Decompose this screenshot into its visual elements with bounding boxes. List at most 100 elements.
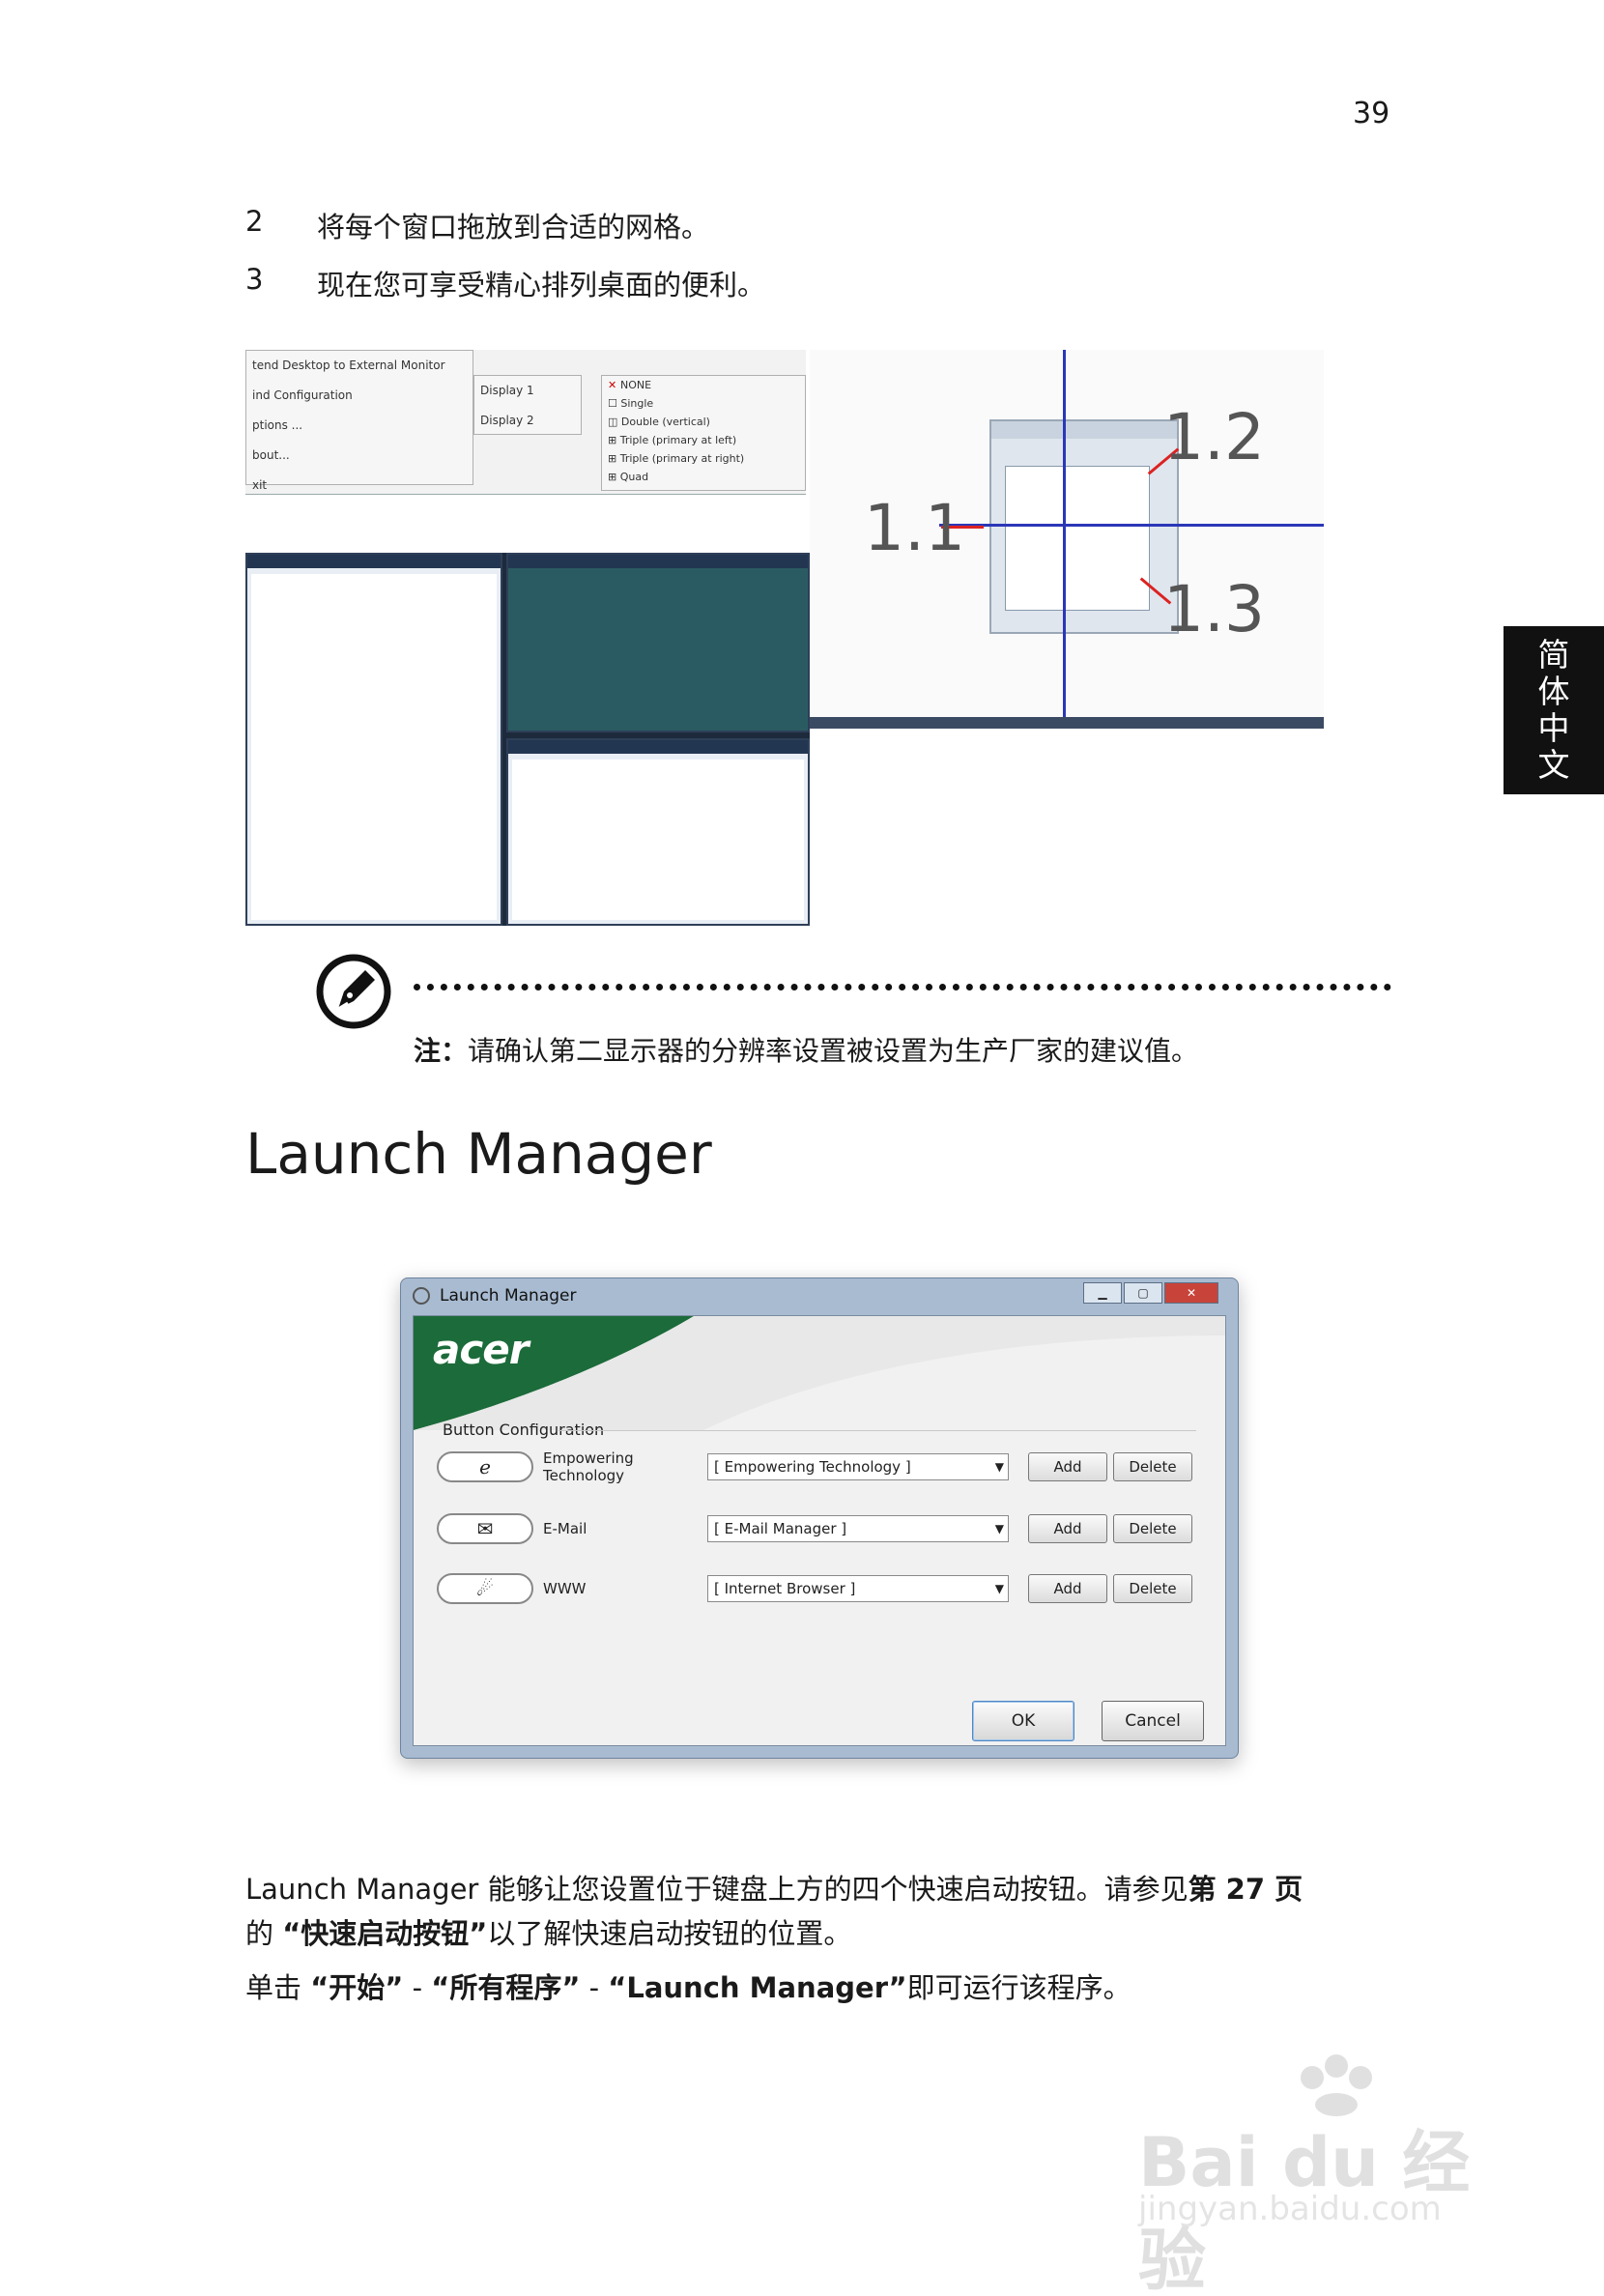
mini-window-preview [989,419,1179,634]
menu-item: xit [252,478,268,492]
menu-item: bout... [252,448,290,462]
text-run: Launch Manager 能够让您设置位于键盘上方的四个快速启动按钮。请参见 [245,1873,1189,1906]
step-2: 2 将每个窗口拖放到合适的网格。 [245,205,709,245]
group-divider [559,1430,1196,1431]
dropdown-arrow-icon[interactable]: ▼ [994,1460,1004,1474]
text-run: - [403,1971,432,2004]
note-text: 注：请确认第二显示器的分辨率设置被设置为生产厂家的建议值。 [414,1030,1198,1069]
dropdown-arrow-icon[interactable]: ▼ [994,1522,1004,1535]
language-side-tab: 简 体 中 文 [1504,626,1604,794]
quad-layout-icon: ⊞ [608,471,620,483]
app-icon [413,1287,430,1305]
menu-item-triple-right: ⊞ Triple (primary at right) [602,449,805,468]
context-menu: tend Desktop to External Monitor ind Con… [245,350,473,492]
menu-item-none: ✕ NONE [602,376,805,394]
delete-button[interactable]: Delete [1113,1452,1192,1481]
cancel-button[interactable]: Cancel [1102,1701,1204,1741]
button-config-row: e Empowering Technology [ Empowering Tec… [437,1448,1210,1486]
button-config-row: ☄ WWW [ Internet Browser ]▼ Add Delete [437,1569,1210,1608]
menu-item-double: ◫ Double (vertical) [602,413,805,431]
close-icon[interactable]: ✕ [1164,1282,1218,1304]
minimize-icon[interactable]: ▁ [1083,1282,1122,1304]
delete-button[interactable]: Delete [1113,1574,1192,1603]
taskbar [810,717,1324,729]
dialog-titlebar[interactable]: Launch Manager [401,1278,1238,1313]
menu-item-label: Quad [619,471,649,483]
help-window-thumbnail [506,738,810,926]
welcome-window-thumbnail [506,553,810,732]
grid-line-horizontal [939,524,1324,527]
program-select[interactable]: [ Empowering Technology ] ▼ [707,1453,1009,1480]
callout-1-2: 1.2 [1163,400,1265,474]
bold-text: “快速启动按钮” [282,1917,488,1950]
select-value: [ E-Mail Manager ] [714,1520,847,1537]
row-label: WWW [543,1580,587,1597]
arrow-icon [941,526,984,529]
triple-layout-icon: ⊞ [608,434,620,446]
menu-item-label: Single [620,397,654,410]
launch-manager-dialog: Launch Manager ▁ ▢ ✕ acer Button Configu… [400,1277,1239,1759]
dropdown-arrow-icon[interactable]: ▼ [994,1582,1004,1595]
add-button[interactable]: Add [1028,1514,1107,1543]
button-config-row: ✉ E-Mail [ E-Mail Manager ] ▼ Add Delete [437,1509,1210,1548]
grid-line-vertical [1063,350,1066,717]
add-button[interactable]: Add [1028,1452,1107,1481]
menu-item: ind Configuration [252,388,353,402]
window-controls: ▁ ▢ ✕ [1083,1282,1218,1304]
acer-logo: acer [433,1326,529,1373]
text-run: 即可运行该程序。 [906,1971,1131,2004]
select-value: [ Empowering Technology ] [714,1458,911,1476]
delete-button[interactable]: Delete [1113,1514,1192,1543]
side-tab-char: 文 [1537,746,1570,784]
step-text: 现在您可享受精心排列桌面的便利。 [317,269,766,301]
program-select[interactable]: [ Internet Browser ]▼ [707,1575,1009,1602]
single-layout-icon: ☐ [608,397,621,410]
callout-1-3: 1.3 [1163,572,1265,646]
dialog-title: Launch Manager [440,1286,577,1306]
email-key-icon: ✉ [437,1513,533,1544]
menu-item: Display 2 [480,414,534,427]
display-submenu: Display 1 Display 2 [473,375,582,435]
www-key-icon: ☄ [437,1573,533,1604]
bold-text: “所有程序” [431,1971,581,2004]
row-label: E-Mail [543,1520,587,1537]
page-number: 39 [1353,97,1390,130]
side-tab-char: 简 [1537,636,1570,674]
paw-icon [1301,2054,1372,2116]
menu-item: Display 1 [480,384,534,397]
bold-text: 第 27 页 [1188,1873,1303,1906]
menu-item-triple-left: ⊞ Triple (primary at left) [602,431,805,449]
group-label: Button Configuration [443,1421,605,1439]
note-divider [414,984,1391,990]
row-label: Empowering Technology [543,1449,634,1484]
menu-item-label: NONE [620,379,652,391]
section-title: Launch Manager [245,1121,712,1187]
envelope-icon: ✉ [476,1517,494,1540]
desktop-arrangement-figure: tend Desktop to External Monitor ind Con… [245,350,1324,926]
step-3: 3 现在您可享受精心排列桌面的便利。 [245,263,765,303]
menu-item-label: Triple (primary at left) [619,434,737,446]
x-icon: ✕ [608,379,621,391]
layout-submenu: ✕ NONE ☐ Single ◫ Double (vertical) ⊞ Tr… [601,375,806,491]
step-text: 将每个窗口拖放到合适的网格。 [317,211,710,244]
ok-button[interactable]: OK [972,1701,1074,1741]
side-tab-char: 中 [1537,709,1570,747]
step-number: 3 [245,263,264,296]
arranged-windows-screenshot [245,553,810,926]
dialog-body: acer Button Configuration e Empowering T… [413,1315,1226,1746]
step-number: 2 [245,205,264,238]
watermark-url: jingyan.baidu.com [1138,2190,1442,2228]
text-run: - [580,1971,609,2004]
note-body: 请确认第二显示器的分辨率设置被设置为生产厂家的建议值。 [468,1035,1199,1067]
e-icon: e [479,1455,491,1478]
note-pen-icon [316,954,391,1029]
context-menu-area: tend Desktop to External Monitor ind Con… [245,350,806,495]
acer-banner [414,1316,1225,1430]
maximize-icon[interactable]: ▢ [1124,1282,1162,1304]
text-run: 单击 [245,1971,302,2004]
menu-item: ptions ... [252,418,303,432]
watermark-main: Bai du 经验 [1138,2123,1471,2296]
bold-text: “Launch Manager” [608,1971,907,2004]
program-select[interactable]: [ E-Mail Manager ] ▼ [707,1515,1009,1542]
add-button[interactable]: Add [1028,1574,1107,1603]
